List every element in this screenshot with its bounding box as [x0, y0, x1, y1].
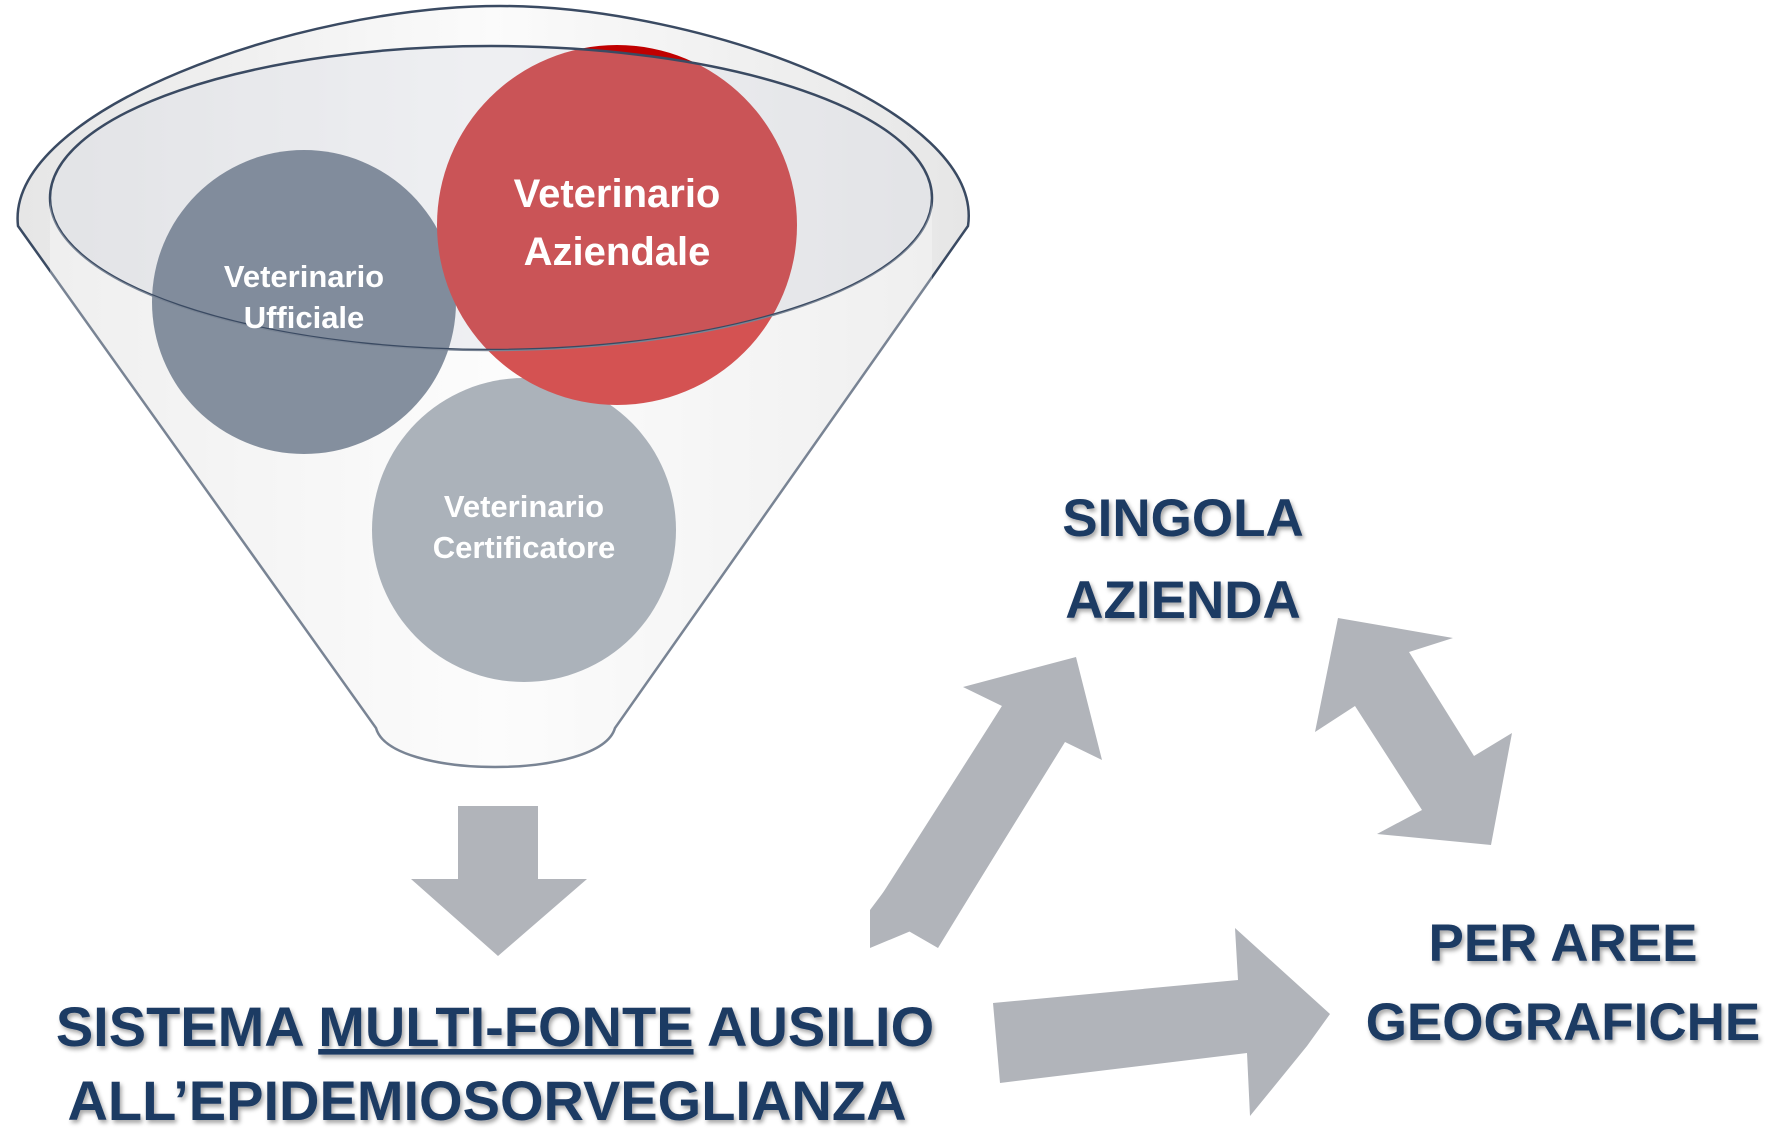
- aziendale-line2: Aziendale: [524, 230, 711, 274]
- aziendale-line1: Veterinario: [514, 172, 721, 216]
- ufficiale-line2: Ufficiale: [244, 300, 365, 335]
- circle-veterinario-ufficiale: [152, 150, 456, 454]
- singola-line2: AZIENDA: [1065, 571, 1301, 630]
- sistema-underlined: MULTI-FONTE: [318, 995, 693, 1058]
- ufficiale-line1: Veterinario: [224, 259, 384, 294]
- certificatore-line1: Veterinario: [444, 489, 604, 524]
- sistema-suffix: AUSILIO: [694, 995, 935, 1058]
- arrow-right-icon: [993, 928, 1330, 1116]
- aree-line1: PER AREE: [1429, 914, 1698, 973]
- sistema-prefix: SISTEMA: [56, 995, 318, 1058]
- certificatore-line2: Certificatore: [433, 530, 616, 565]
- aree-line2: GEOGRAFICHE: [1366, 993, 1761, 1052]
- circle-veterinario-certificatore: [372, 378, 676, 682]
- sistema-line1: SISTEMA MULTI-FONTE AUSILIO: [56, 995, 934, 1058]
- funnel-rim: [48, 44, 934, 352]
- arrow-up-right-body: [872, 706, 1064, 948]
- sistema-line2: ALL’EPIDEMIOSORVEGLIANZA: [67, 1069, 906, 1128]
- funnel-lower-overlay: [50, 198, 932, 800]
- double-arrow-icon: [1315, 618, 1512, 845]
- singola-line1: SINGOLA: [1062, 489, 1303, 548]
- circle-veterinario-aziendale: [437, 45, 797, 405]
- arrow-down-icon: [411, 806, 587, 956]
